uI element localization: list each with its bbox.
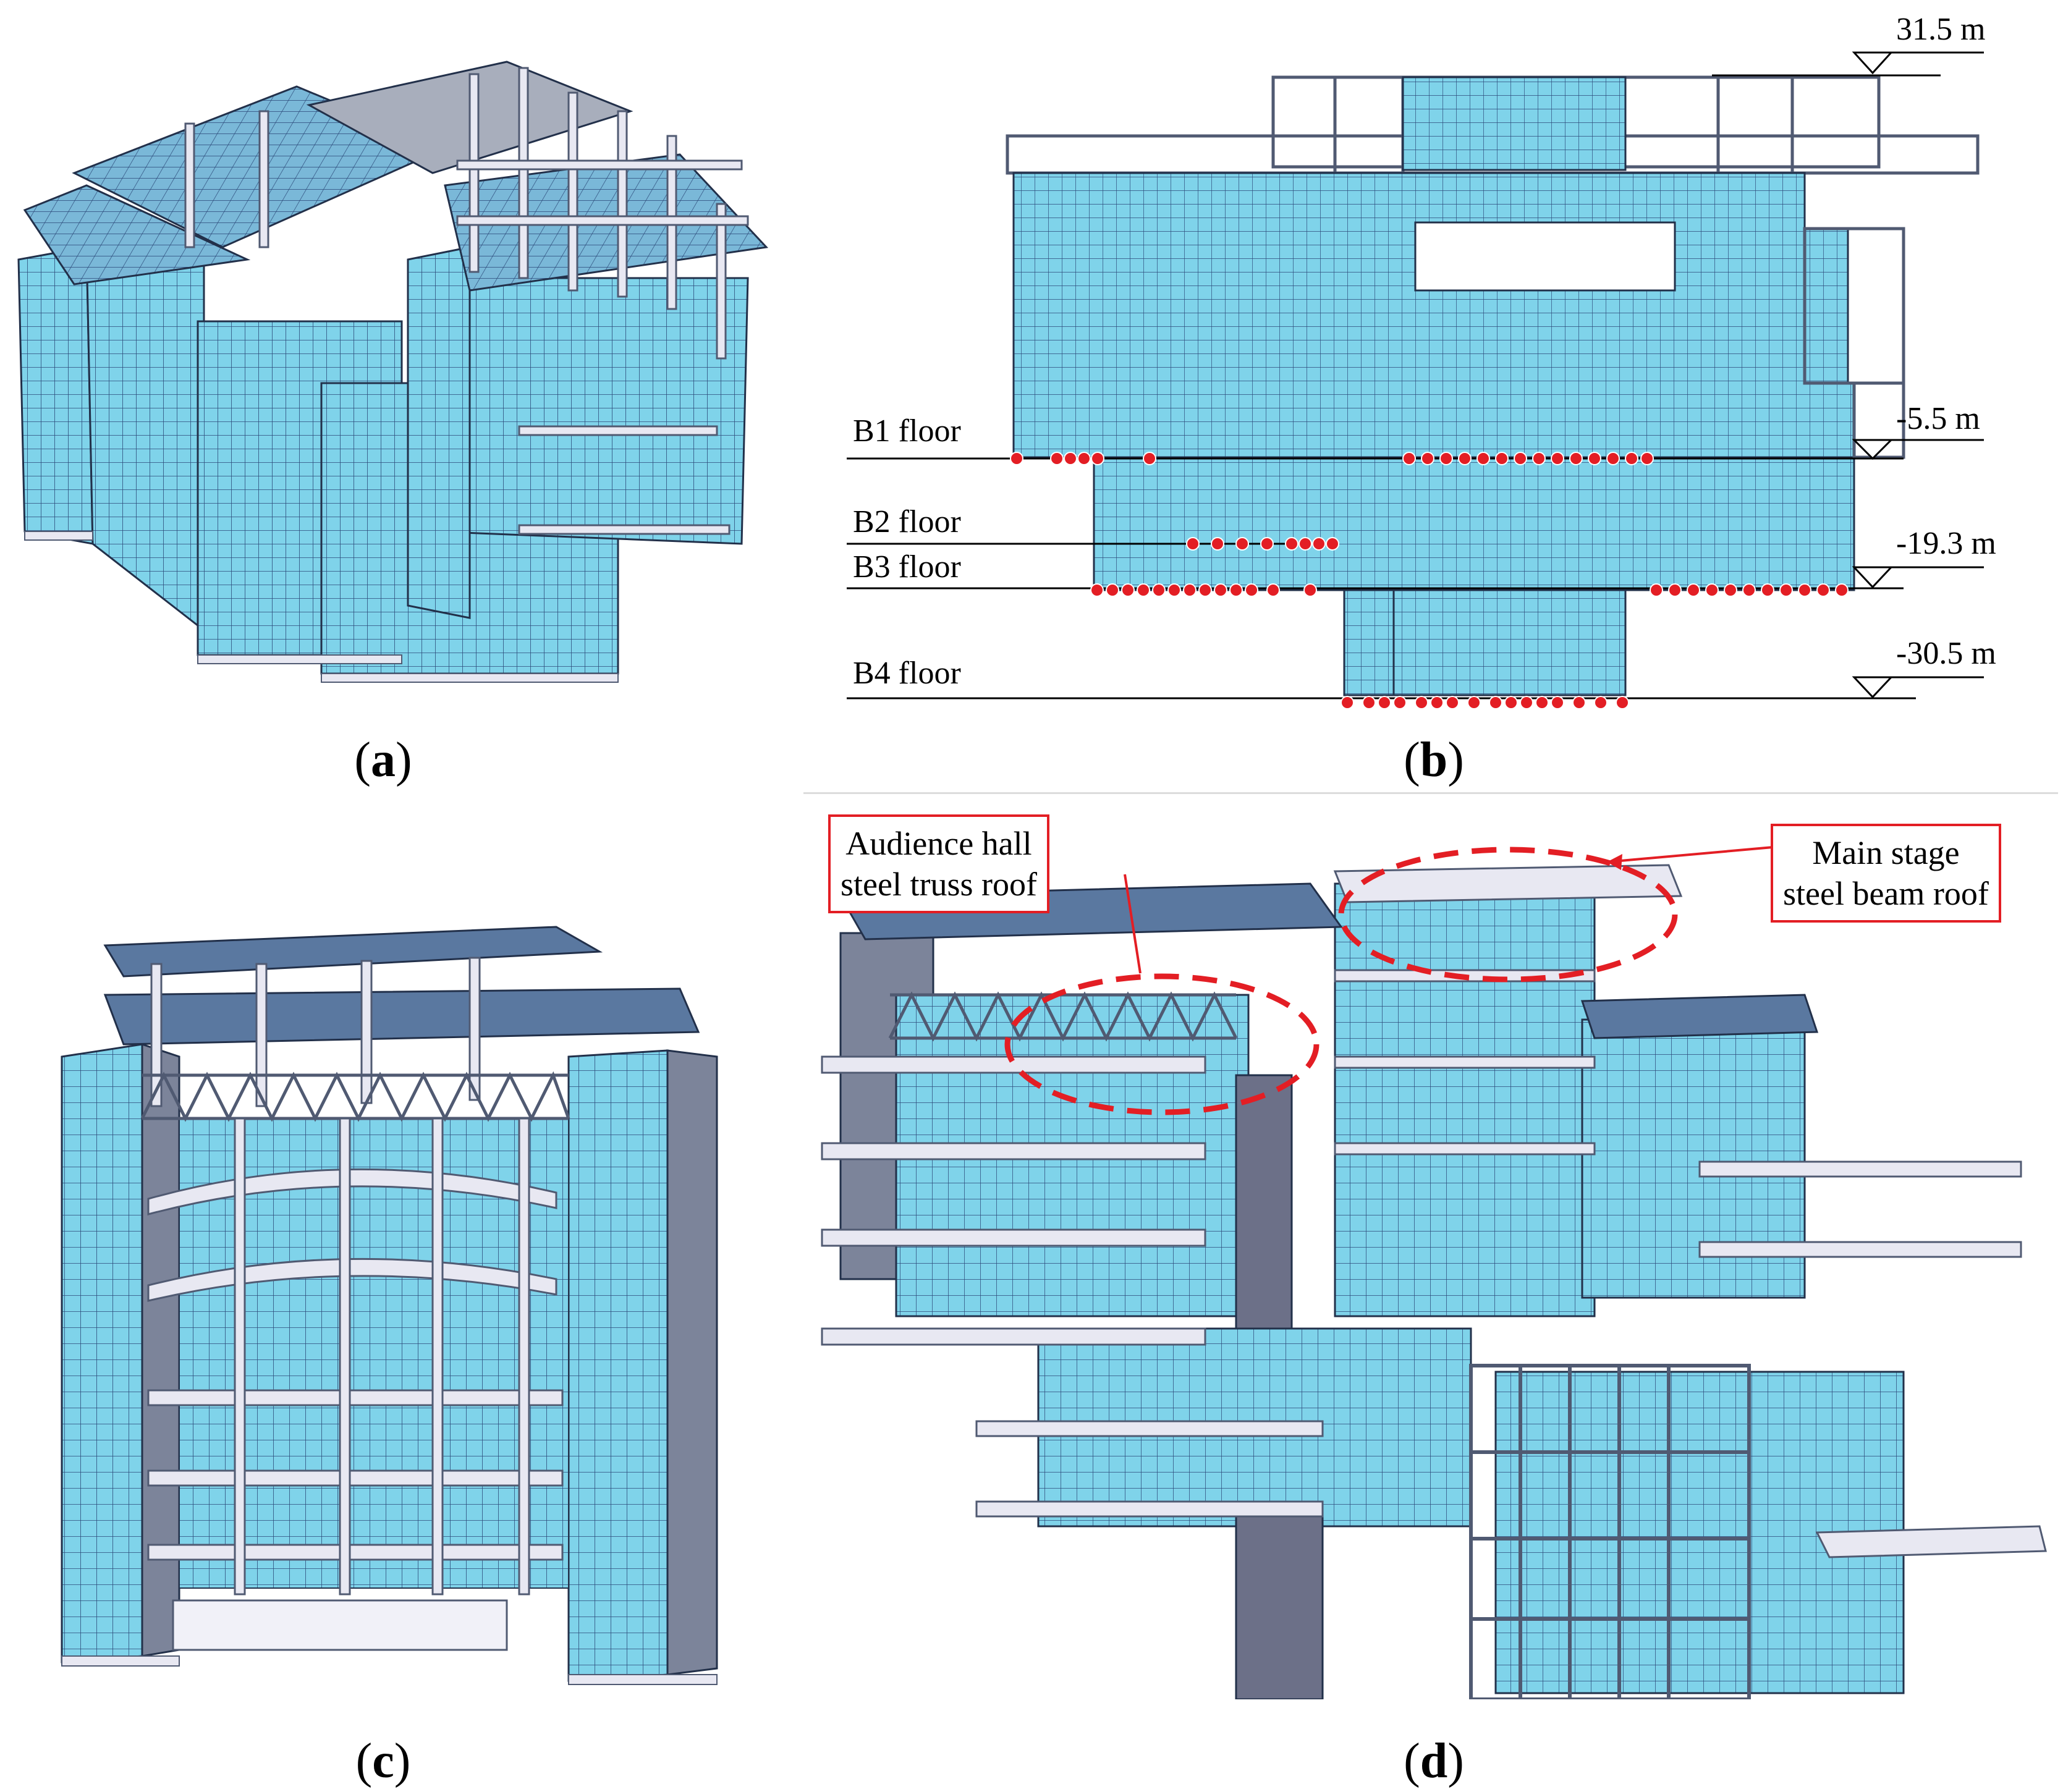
caption-a: (a) bbox=[354, 733, 412, 787]
panel-divider bbox=[803, 792, 2058, 794]
floor-label-b3: B3 floor bbox=[853, 549, 961, 585]
caption-d: (d) bbox=[1404, 1734, 1464, 1788]
callout-stage-line1: Main stage bbox=[1812, 834, 1960, 871]
elevation-label-b4: -30.5 m bbox=[1896, 636, 1996, 671]
floor-label-b1: B1 floor bbox=[853, 413, 961, 449]
panel-b-section: B1 floor B2 floor B3 floor B4 floor 31.5… bbox=[803, 0, 2063, 797]
callout-main-stage-beam-roof: Main stage steel beam roof bbox=[1771, 824, 2001, 923]
panel-a-3d-model: (a) bbox=[0, 0, 803, 787]
floor-label-b2: B2 floor bbox=[853, 504, 961, 539]
caption-c: (c) bbox=[355, 1734, 411, 1788]
callout-stage-line2: steel beam roof bbox=[1783, 875, 1989, 912]
caption-b: (b) bbox=[1404, 733, 1464, 787]
callout-audience-line1: Audience hall bbox=[845, 825, 1032, 862]
elevation-label-b1: -5.5 m bbox=[1896, 401, 1980, 436]
panel-c-drawing bbox=[61, 926, 718, 1685]
callout-audience-line2: steel truss roof bbox=[841, 866, 1037, 903]
elevation-label-top: 31.5 m bbox=[1896, 12, 1986, 47]
callout-audience-hall-truss-roof: Audience hall steel truss roof bbox=[828, 814, 1049, 913]
elevation-label-b3: -19.3 m bbox=[1896, 526, 1996, 561]
panel-c-cutaway: (c) bbox=[0, 797, 803, 1792]
floor-label-b4: B4 floor bbox=[853, 656, 961, 691]
panel-b-drawing bbox=[847, 51, 1984, 709]
panel-d-drawing bbox=[821, 845, 2047, 1699]
panel-d-roof-structures: Audience hall steel truss roof Main stag… bbox=[803, 797, 2063, 1792]
panel-a-drawing bbox=[17, 61, 769, 683]
